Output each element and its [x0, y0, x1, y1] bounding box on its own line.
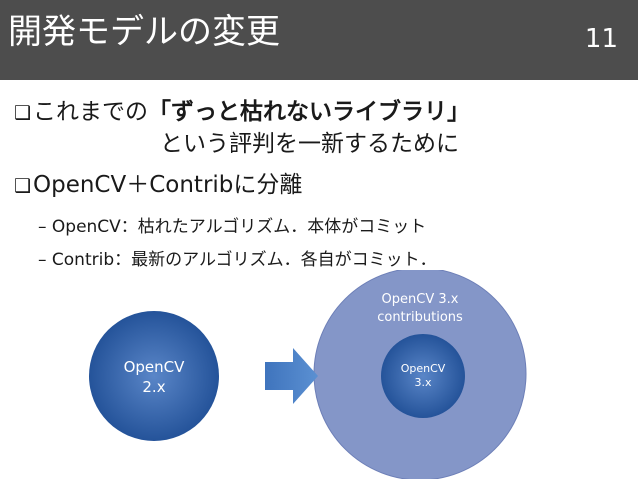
- inner-circle: [381, 334, 465, 418]
- sub-bullet-opencv: – OpenCV：枯れたアルゴリズム．本体がコミット: [38, 217, 427, 237]
- bullet-2: ❑OpenCV＋Contribに分離: [14, 171, 302, 200]
- arrow-right-icon: [265, 348, 318, 404]
- left-circle-label: OpenCV 2.x: [104, 358, 204, 397]
- inner-circle-label: OpenCV 3.x: [383, 362, 463, 391]
- sub-bullet-contrib: – Contrib：最新のアルゴリズム．各自がコミット．: [38, 250, 437, 270]
- left-circle: [89, 311, 219, 441]
- big-circle-label: OpenCV 3.x contributions: [360, 291, 480, 326]
- big-circle-line1: OpenCV 3.x: [381, 292, 459, 307]
- left-circle-line2: 2.x: [142, 377, 166, 396]
- bullet-1-continuation: という評判を一新するために: [160, 131, 459, 157]
- diagram: [89, 270, 527, 479]
- big-circle-line2: contributions: [377, 309, 463, 325]
- checkbox-bullet-icon: ❑: [14, 175, 32, 197]
- checkbox-bullet-icon: ❑: [14, 102, 32, 124]
- page-number: 11: [584, 24, 618, 54]
- inner-circle-line1: OpenCV: [400, 362, 446, 375]
- bullet-1: ❑これまでの「ずっと枯れないライブラリ」: [14, 98, 470, 127]
- slide-title: 開発モデルの変更: [8, 12, 280, 52]
- bullet-1-emphasis: 「ずっと枯れないライブラリ」: [148, 99, 470, 125]
- left-circle-line1: OpenCV: [123, 358, 185, 376]
- slide-header: 開発モデルの変更 11: [0, 0, 638, 80]
- bullet-1-prefix: これまでの: [33, 99, 148, 125]
- inner-circle-line2: 3.x: [414, 376, 432, 390]
- bullet-2-text: OpenCV＋Contribに分離: [33, 172, 303, 198]
